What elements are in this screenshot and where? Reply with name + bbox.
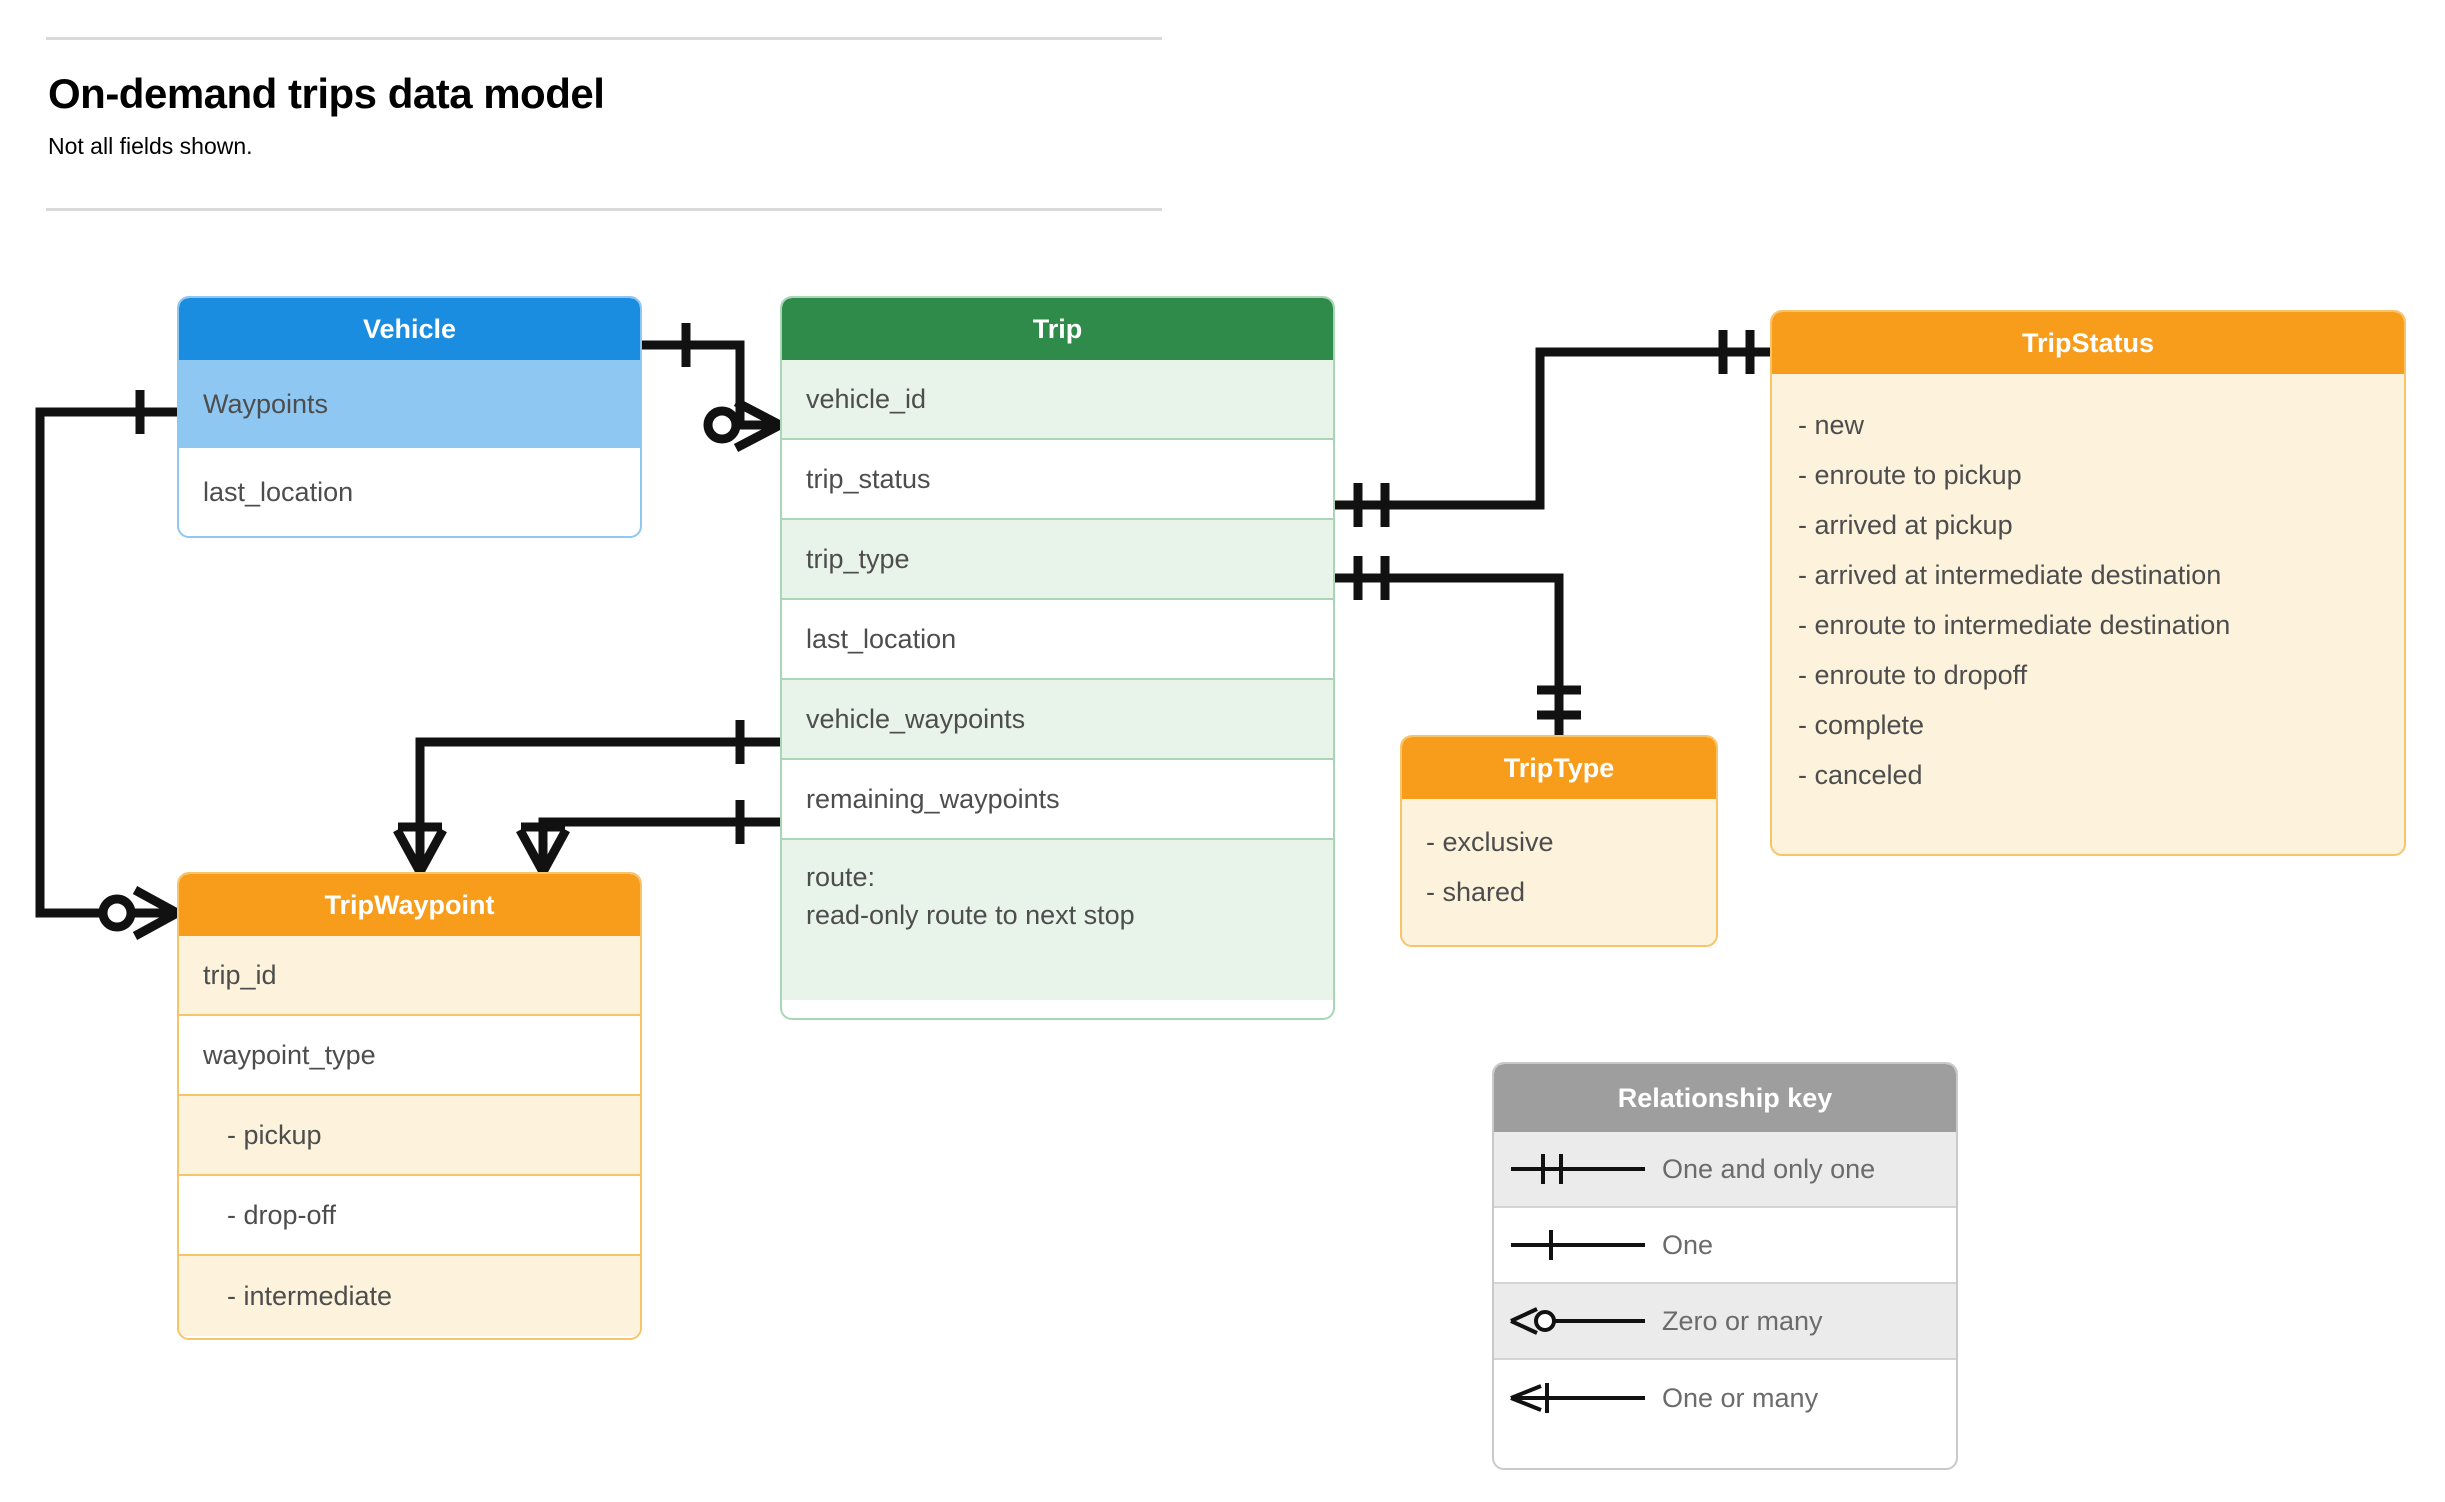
entity-vehicle-field-waypoints[interactable]: Waypoints (179, 360, 640, 448)
page-title: On-demand trips data model (48, 70, 605, 117)
entity-trip[interactable]: Trip vehicle_id trip_status trip_type la… (780, 296, 1335, 1020)
legend-label-zero-or-many: Zero or many (1662, 1305, 1823, 1336)
relationship-key-panel: Relationship key One and only one One (1492, 1062, 1958, 1470)
one-icon (1494, 1225, 1662, 1265)
connector-vehicle-waypoints-to-tripwaypoint (35, 390, 180, 940)
legend-row-zero-or-many: Zero or many (1494, 1284, 1956, 1360)
entity-tripwaypoint-field-waypoint-type[interactable]: waypoint_type (179, 1016, 640, 1096)
entity-tripwaypoint-field-trip-id[interactable]: trip_id (179, 936, 640, 1016)
entity-tripstatus-value-canceled: - canceled (1798, 760, 1923, 790)
entity-triptype-title: TripType (1402, 737, 1716, 799)
entity-vehicle-field-last-location[interactable]: last_location (203, 476, 354, 507)
entity-tripstatus[interactable]: TripStatus - new - enroute to pickup - a… (1770, 310, 2406, 856)
entity-triptype-value-shared: - shared (1426, 877, 1526, 907)
entity-tripwaypoint-title: TripWaypoint (179, 874, 640, 936)
legend-label-one-or-many: One or many (1662, 1382, 1819, 1413)
entity-vehicle[interactable]: Vehicle Waypoints last_location (177, 296, 642, 538)
legend-row-one: One (1494, 1208, 1956, 1284)
entity-vehicle-title: Vehicle (179, 298, 640, 360)
header-divider-bottom (46, 208, 1162, 211)
entity-tripstatus-value-enroute-to-dropoff: - enroute to dropoff (1798, 660, 2028, 690)
connector-vehicle-waypoints-field-to-tripwaypoint (393, 720, 780, 875)
entity-tripstatus-value-complete: - complete (1798, 710, 1925, 740)
connector-remaining-waypoints-to-tripwaypoint (516, 800, 780, 875)
entity-tripstatus-value-arrived-at-pickup: - arrived at pickup (1798, 510, 2013, 540)
entity-trip-field-vehicle-waypoints[interactable]: vehicle_waypoints (782, 680, 1333, 760)
entity-triptype-values: - exclusive - shared (1402, 799, 1716, 917)
entity-tripstatus-value-new: - new (1798, 410, 1865, 440)
entity-tripstatus-values: - new - enroute to pickup - arrived at p… (1772, 374, 2404, 800)
entity-tripwaypoint-value-drop-off[interactable]: - drop-off (179, 1176, 640, 1256)
entity-trip-field-trip-type[interactable]: trip_type (782, 520, 1333, 600)
entity-trip-title: Trip (782, 298, 1333, 360)
legend-label-one-and-only-one: One and only one (1662, 1153, 1876, 1184)
page-subtitle: Not all fields shown. (48, 133, 253, 159)
entity-trip-field-route-line2: read-only route to next stop (806, 900, 1135, 931)
legend-row-one-and-only-one: One and only one (1494, 1132, 1956, 1208)
entity-trip-field-trip-status[interactable]: trip_status (782, 440, 1333, 520)
entity-tripwaypoint[interactable]: TripWaypoint trip_id waypoint_type - pic… (177, 872, 642, 1340)
entity-triptype-value-exclusive: - exclusive (1426, 827, 1554, 857)
entity-tripstatus-title: TripStatus (1772, 312, 2404, 374)
entity-tripwaypoint-value-pickup[interactable]: - pickup (179, 1096, 640, 1176)
entity-tripstatus-value-enroute-to-intermediate-destination: - enroute to intermediate destination (1798, 610, 2231, 640)
entity-trip-field-route-line1: route: (806, 862, 876, 892)
one-and-only-one-icon (1494, 1149, 1662, 1189)
one-or-many-icon (1494, 1378, 1662, 1418)
entity-tripwaypoint-value-intermediate[interactable]: - intermediate (179, 1256, 640, 1336)
header-divider-top (46, 37, 1162, 40)
entity-trip-field-vehicle-id[interactable]: vehicle_id (782, 360, 1333, 440)
legend-row-one-or-many: One or many (1494, 1360, 1956, 1436)
legend-label-one: One (1662, 1229, 1714, 1260)
entity-tripstatus-value-arrived-at-intermediate-destination: - arrived at intermediate destination (1798, 560, 2222, 590)
entity-triptype[interactable]: TripType - exclusive - shared (1400, 735, 1718, 947)
connector-trip-status-to-tripstatus (1335, 330, 1770, 527)
connector-trip-type-to-triptype (1335, 556, 1581, 735)
entity-tripstatus-value-enroute-to-pickup: - enroute to pickup (1798, 460, 2022, 490)
zero-or-many-icon (1494, 1301, 1662, 1341)
connector-vehicle-to-trip (642, 323, 783, 452)
entity-trip-field-last-location[interactable]: last_location (782, 600, 1333, 680)
relationship-key-title: Relationship key (1494, 1064, 1956, 1132)
entity-trip-field-route[interactable]: route: read-only route to next stop (782, 840, 1333, 1000)
entity-trip-field-remaining-waypoints[interactable]: remaining_waypoints (782, 760, 1333, 840)
